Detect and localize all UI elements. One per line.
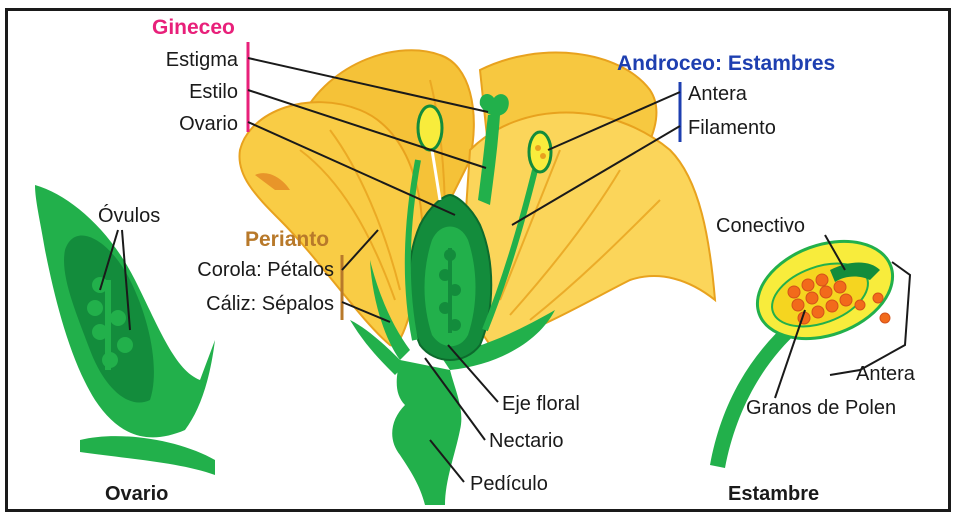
label-corola: Corola: Pétalos: [197, 259, 334, 281]
caption-estambre: Estambre: [728, 483, 819, 505]
anther-left: [418, 106, 442, 150]
label-estilo: Estilo: [189, 81, 238, 103]
stamen-detail: [710, 224, 910, 468]
caption-ovario: Ovario: [105, 483, 168, 505]
petal-right: [460, 113, 715, 346]
pedicel: [392, 360, 461, 505]
label-ovario: Ovario: [179, 113, 238, 135]
ovary-detail: [35, 185, 215, 475]
label-conectivo: Conectivo: [716, 215, 805, 237]
label-nectario: Nectario: [489, 430, 563, 452]
label-estigma: Estigma: [166, 49, 239, 71]
label-pediculo: Pedículo: [470, 473, 548, 495]
group-label-gineceo: Gineceo: [152, 16, 235, 39]
label-antera-detail: Antera: [856, 363, 916, 385]
anther-right: [529, 132, 551, 172]
stamen-detail-filament: [710, 320, 800, 468]
label-eje-floral: Eje floral: [502, 393, 580, 415]
label-filamento: Filamento: [688, 117, 776, 139]
label-caliz: Cáliz: Sépalos: [206, 293, 334, 315]
ovary-detail-base: [80, 436, 215, 475]
group-label-perianto: Perianto: [245, 228, 329, 251]
label-antera: Antera: [688, 83, 748, 105]
label-ovulos: Óvulos: [98, 204, 160, 227]
group-label-androceo: Androceo: Estambres: [617, 52, 835, 75]
label-granos: Granos de Polen: [746, 397, 896, 419]
